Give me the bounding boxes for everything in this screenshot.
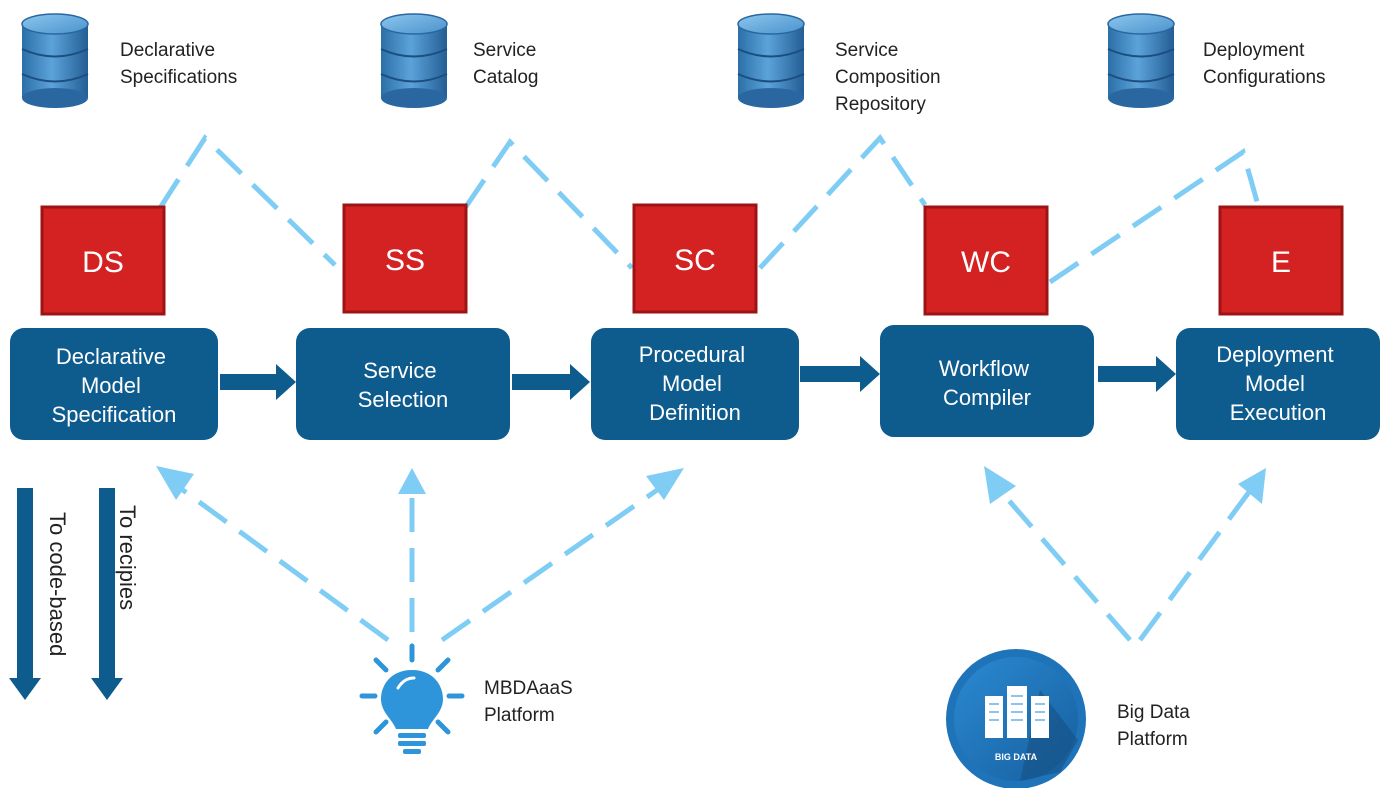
stage-label: Workflow Compiler	[939, 356, 1035, 410]
big-data-badge-icon: BIG DATA	[946, 649, 1086, 788]
big-data-platform-label: Big Data Platform	[1117, 702, 1195, 750]
stage-declarative-model-specification: Declarative Model Specification	[10, 328, 218, 440]
link-service-catalog	[462, 138, 634, 270]
stage-service-selection: Service Selection	[296, 328, 510, 440]
repository-label-declarative-specifications: Declarative Specifications	[120, 40, 237, 88]
stage-label: Service Selection	[358, 358, 449, 412]
arrowhead-selection	[398, 468, 426, 494]
repository-label-deployment-configurations: Deployment Configurations	[1203, 40, 1326, 88]
database-icon-declarative-specifications	[21, 13, 89, 109]
component-e: E	[1218, 205, 1344, 316]
mbdaaas-platform-label: MBDAaaS Platform	[484, 678, 578, 726]
component-ss: SS	[342, 203, 468, 314]
repository-label-service-composition-repository: Service Composition Repository	[835, 40, 946, 115]
stage-label: Procedural Model Definition	[639, 342, 752, 425]
database-icon-deployment-configurations	[1107, 13, 1175, 109]
arrowhead-workflow	[984, 466, 1016, 504]
component-code: WC	[961, 246, 1011, 279]
link-deployment-configurations	[1048, 147, 1261, 285]
flow-arrow-3	[800, 356, 880, 392]
stage-deployment-model-execution: Deployment Model Execution	[1176, 328, 1380, 440]
stage-label: Deployment Model Execution	[1216, 342, 1340, 425]
stage-workflow-compiler: Workflow Compiler	[880, 325, 1094, 437]
platform-links	[178, 485, 1255, 643]
link-service-composition-repository	[758, 133, 928, 270]
arrowhead-declarative	[156, 466, 194, 500]
component-code: E	[1271, 246, 1291, 279]
component-wc: WC	[923, 205, 1049, 316]
side-arrow-label: To recipies	[115, 505, 140, 610]
component-code: SS	[385, 244, 425, 277]
side-arrow-code-based: To code-based	[9, 488, 70, 700]
flow-arrow-4	[1098, 356, 1176, 392]
flow-arrows	[220, 356, 1176, 400]
database-icon-service-composition-repository	[737, 13, 805, 109]
flow-arrow-1	[220, 364, 296, 400]
flow-arrow-2	[512, 364, 590, 400]
component-code: SC	[674, 244, 716, 277]
link-bigdata-to-deployment	[1137, 486, 1255, 642]
database-icon-service-catalog	[380, 13, 448, 109]
repository-links	[157, 133, 1261, 285]
component-code: DS	[82, 246, 124, 279]
side-arrow-label: To code-based	[45, 512, 70, 656]
link-mbdaaas-to-declarative	[178, 485, 390, 643]
stage-label: Declarative Model Specification	[52, 344, 177, 427]
link-declarative-specifications	[157, 134, 337, 267]
link-bigdata-to-workflow	[996, 486, 1132, 642]
arrowhead-deployment	[1238, 468, 1266, 504]
component-sc: SC	[632, 203, 758, 314]
link-mbdaaas-to-procedural	[440, 485, 662, 643]
arrowhead-procedural	[646, 468, 684, 500]
component-ds: DS	[40, 205, 166, 316]
big-data-badge-text: BIG DATA	[995, 752, 1038, 762]
lightbulb-icon	[359, 643, 465, 754]
side-arrow-recipies: To recipies	[91, 488, 140, 700]
stage-procedural-model-definition: Procedural Model Definition	[591, 328, 799, 440]
repository-label-service-catalog: Service Catalog	[473, 40, 542, 88]
platform-link-arrowheads	[156, 466, 1266, 504]
